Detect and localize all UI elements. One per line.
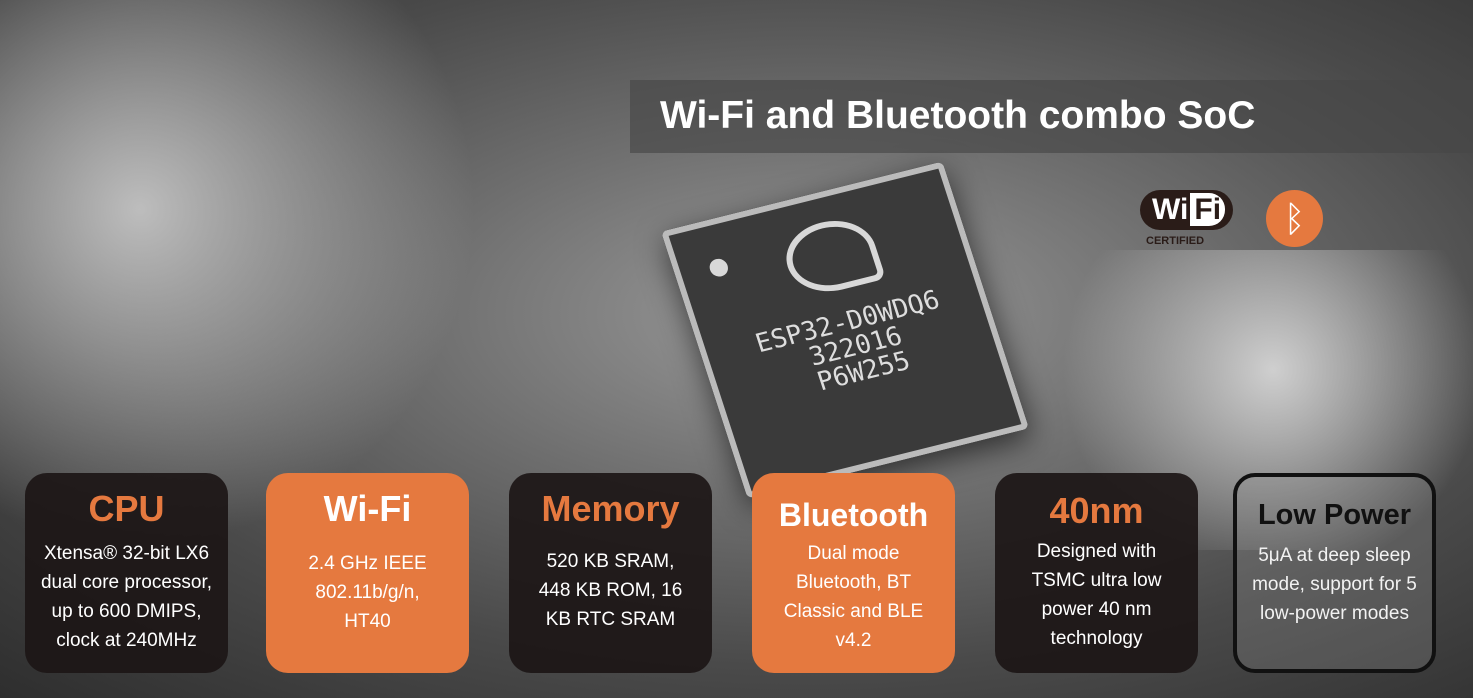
card-title: Memory xyxy=(541,488,680,529)
bluetooth-icon: ᛒ xyxy=(1266,190,1323,247)
feature-card-bluetooth: Bluetooth Dual mode Bluetooth, BT Classi… xyxy=(752,473,955,673)
card-text: 5μA at deep sleep mode, support for 5 lo… xyxy=(1252,545,1417,624)
card-title: Wi-Fi xyxy=(323,488,412,529)
feature-card-40nm: 40nm Designed with TSMC ultra low power … xyxy=(995,473,1198,673)
card-text: 2.4 GHz IEEE 802.11b/g/n, HT40 xyxy=(308,553,427,632)
feature-card-low-power: Low Power 5μA at deep sleep mode, suppor… xyxy=(1233,473,1436,673)
wifi-certified-label: CERTIFIED xyxy=(1146,235,1205,247)
feature-card-memory: Memory 520 KB SRAM, 448 KB ROM, 16 KB RT… xyxy=(509,473,712,673)
card-title: 40nm xyxy=(1049,490,1144,531)
card-title: CPU xyxy=(88,488,165,529)
wifi-logo-text: Fi xyxy=(1190,193,1226,226)
card-text: Xtensa® 32-bit LX6 dual core processor, … xyxy=(40,543,213,651)
title-banner: Wi-Fi and Bluetooth combo SoC xyxy=(630,80,1473,153)
card-text: Dual mode Bluetooth, BT Classic and BLE … xyxy=(783,543,924,651)
card-title: Bluetooth xyxy=(778,497,929,533)
card-text: Designed with TSMC ultra low power 40 nm… xyxy=(1031,541,1162,649)
pin1-dot xyxy=(707,256,731,279)
feature-card-cpu: CPU Xtensa® 32-bit LX6 dual core process… xyxy=(25,473,228,673)
wifi-logo-text: Wi xyxy=(1152,193,1189,226)
chip-marking: ESP32-D0WDQ6 322016 P6W255 xyxy=(737,283,975,411)
feature-card-wifi: Wi-Fi 2.4 GHz IEEE 802.11b/g/n, HT40 xyxy=(266,473,469,673)
card-text: 520 KB SRAM, 448 KB ROM, 16 KB RTC SRAM xyxy=(538,551,683,630)
page-title: Wi-Fi and Bluetooth combo SoC xyxy=(660,94,1256,137)
card-title: Low Power xyxy=(1257,499,1412,531)
espressif-logo xyxy=(776,211,886,301)
